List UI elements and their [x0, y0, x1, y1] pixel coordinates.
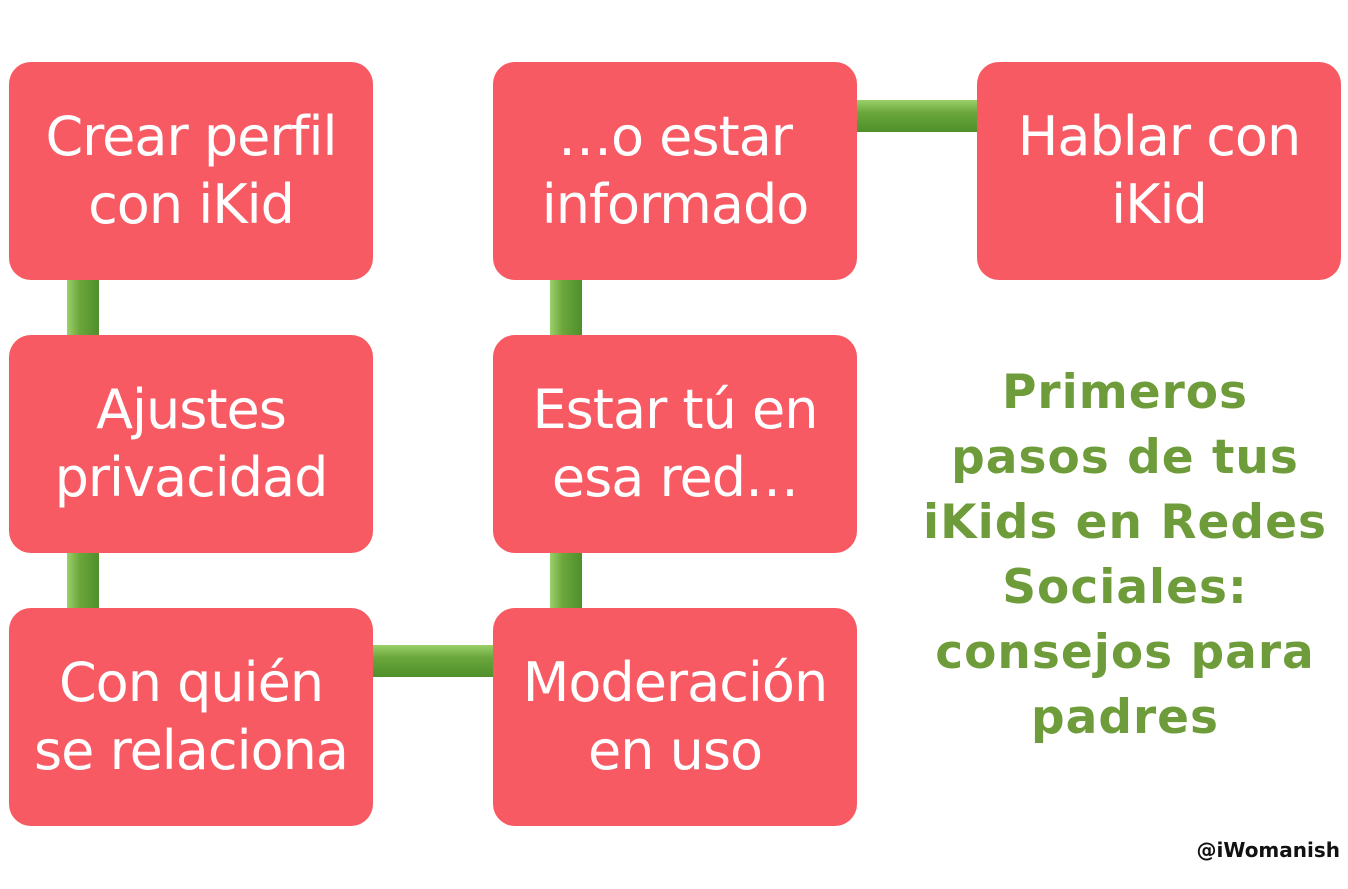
step-moderacion: Moderación en uso: [493, 608, 857, 826]
step-estar-informado: …o estar informado: [493, 62, 857, 280]
step-label: …o estar informado: [541, 105, 810, 236]
connector-step1-step2: [67, 275, 99, 341]
step-estar-tu: Estar tú en esa red…: [493, 335, 857, 553]
step-label: Ajustes privacidad: [54, 378, 329, 509]
connector-step6-step7: [852, 100, 982, 132]
step-label: Crear perfil con iKid: [45, 105, 337, 236]
step-hablar: Hablar con iKid: [977, 62, 1341, 280]
connector-step2-step3: [67, 548, 99, 614]
author-credit: @iWomanish: [1196, 838, 1340, 862]
step-con-quien: Con quién se relaciona: [9, 608, 373, 826]
step-ajustes-privacidad: Ajustes privacidad: [9, 335, 373, 553]
step-label: Con quién se relaciona: [34, 651, 349, 782]
connector-step4-step5: [550, 548, 582, 614]
connector-step3-step4: [368, 645, 498, 677]
step-label: Moderación en uso: [522, 651, 828, 782]
step-crear-perfil: Crear perfil con iKid: [9, 62, 373, 280]
diagram-title: Primeros pasos de tus iKids en Redes Soc…: [923, 365, 1327, 745]
connector-step5-step6: [550, 275, 582, 341]
step-label: Estar tú en esa red…: [532, 378, 819, 509]
step-label: Hablar con iKid: [1017, 105, 1301, 236]
